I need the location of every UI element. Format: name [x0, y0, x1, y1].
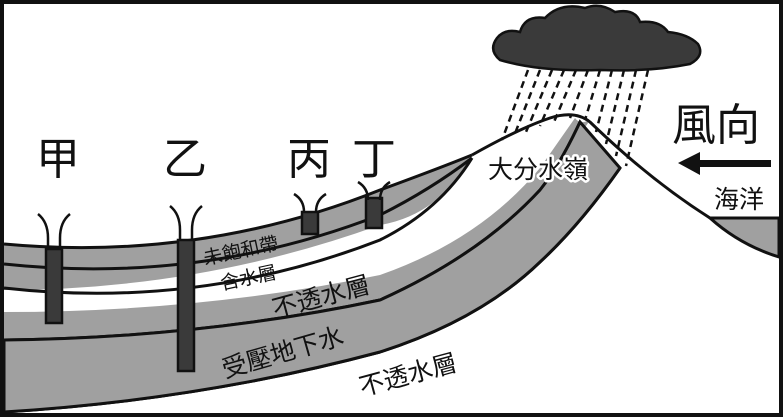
well-ding [357, 180, 391, 230]
label-ocean: 海洋 [714, 185, 764, 214]
label-great-divide: 大分水嶺 [488, 155, 588, 184]
confined-fill-lower [2, 119, 622, 414]
well-jia [37, 213, 71, 325]
well-label-yi: 乙 [163, 134, 207, 185]
well-label-bing: 丙 [287, 134, 331, 185]
rain-cloud-icon [491, 4, 702, 72]
water-table-line [3, 156, 473, 271]
rain [500, 69, 650, 167]
label-wind-direction: 風向 [672, 100, 760, 151]
well-label-jia: 甲 [36, 134, 80, 185]
aquifer-bottom-line [3, 157, 474, 295]
well-label-ding: 丁 [352, 134, 396, 185]
well-bing [293, 192, 327, 236]
well-yi [169, 205, 203, 373]
ocean-water [706, 216, 781, 260]
upper-layer-fill [4, 155, 472, 290]
arrow-left-icon [678, 152, 771, 175]
